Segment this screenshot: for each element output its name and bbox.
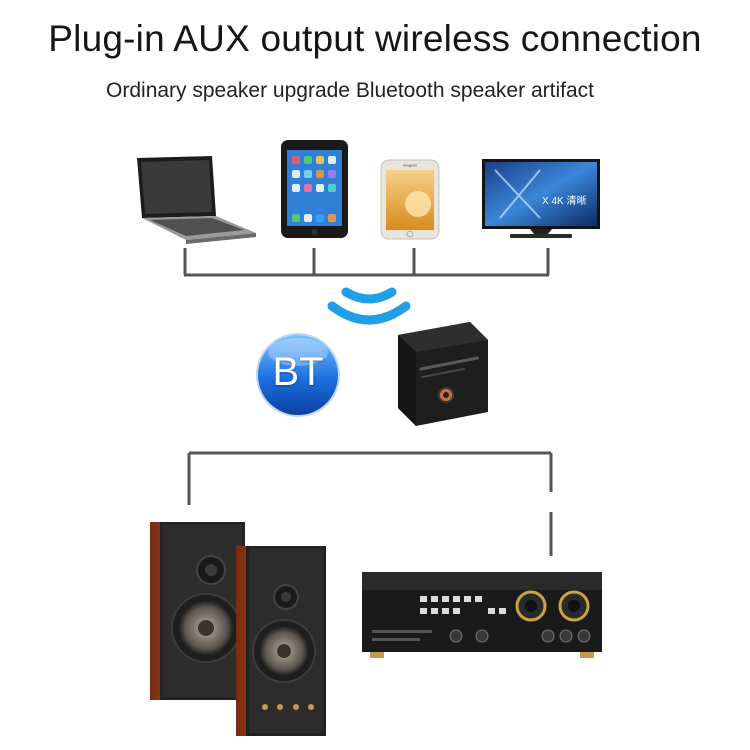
page-subtitle: Ordinary speaker upgrade Bluetooth speak… [106,79,594,102]
bluetooth-badge-icon [256,333,340,417]
tablet-icon [281,140,348,238]
page-title: Plug-in AUX output wireless connection [48,18,702,59]
bluetooth-badge-label: BT [272,350,324,394]
tv-screen-text: X 4K 清晰 [542,194,586,207]
laptop-icon [137,156,256,244]
amplifier-icon [362,572,602,658]
top-connector [183,248,550,277]
wireless-signal-icon [327,287,411,325]
bookshelf-speakers-icon [150,522,326,736]
bottom-connector [187,451,553,556]
phone-icon [380,159,440,240]
tv-icon: X 4K 清晰 [482,159,600,238]
bt-receiver-icon [398,322,488,426]
